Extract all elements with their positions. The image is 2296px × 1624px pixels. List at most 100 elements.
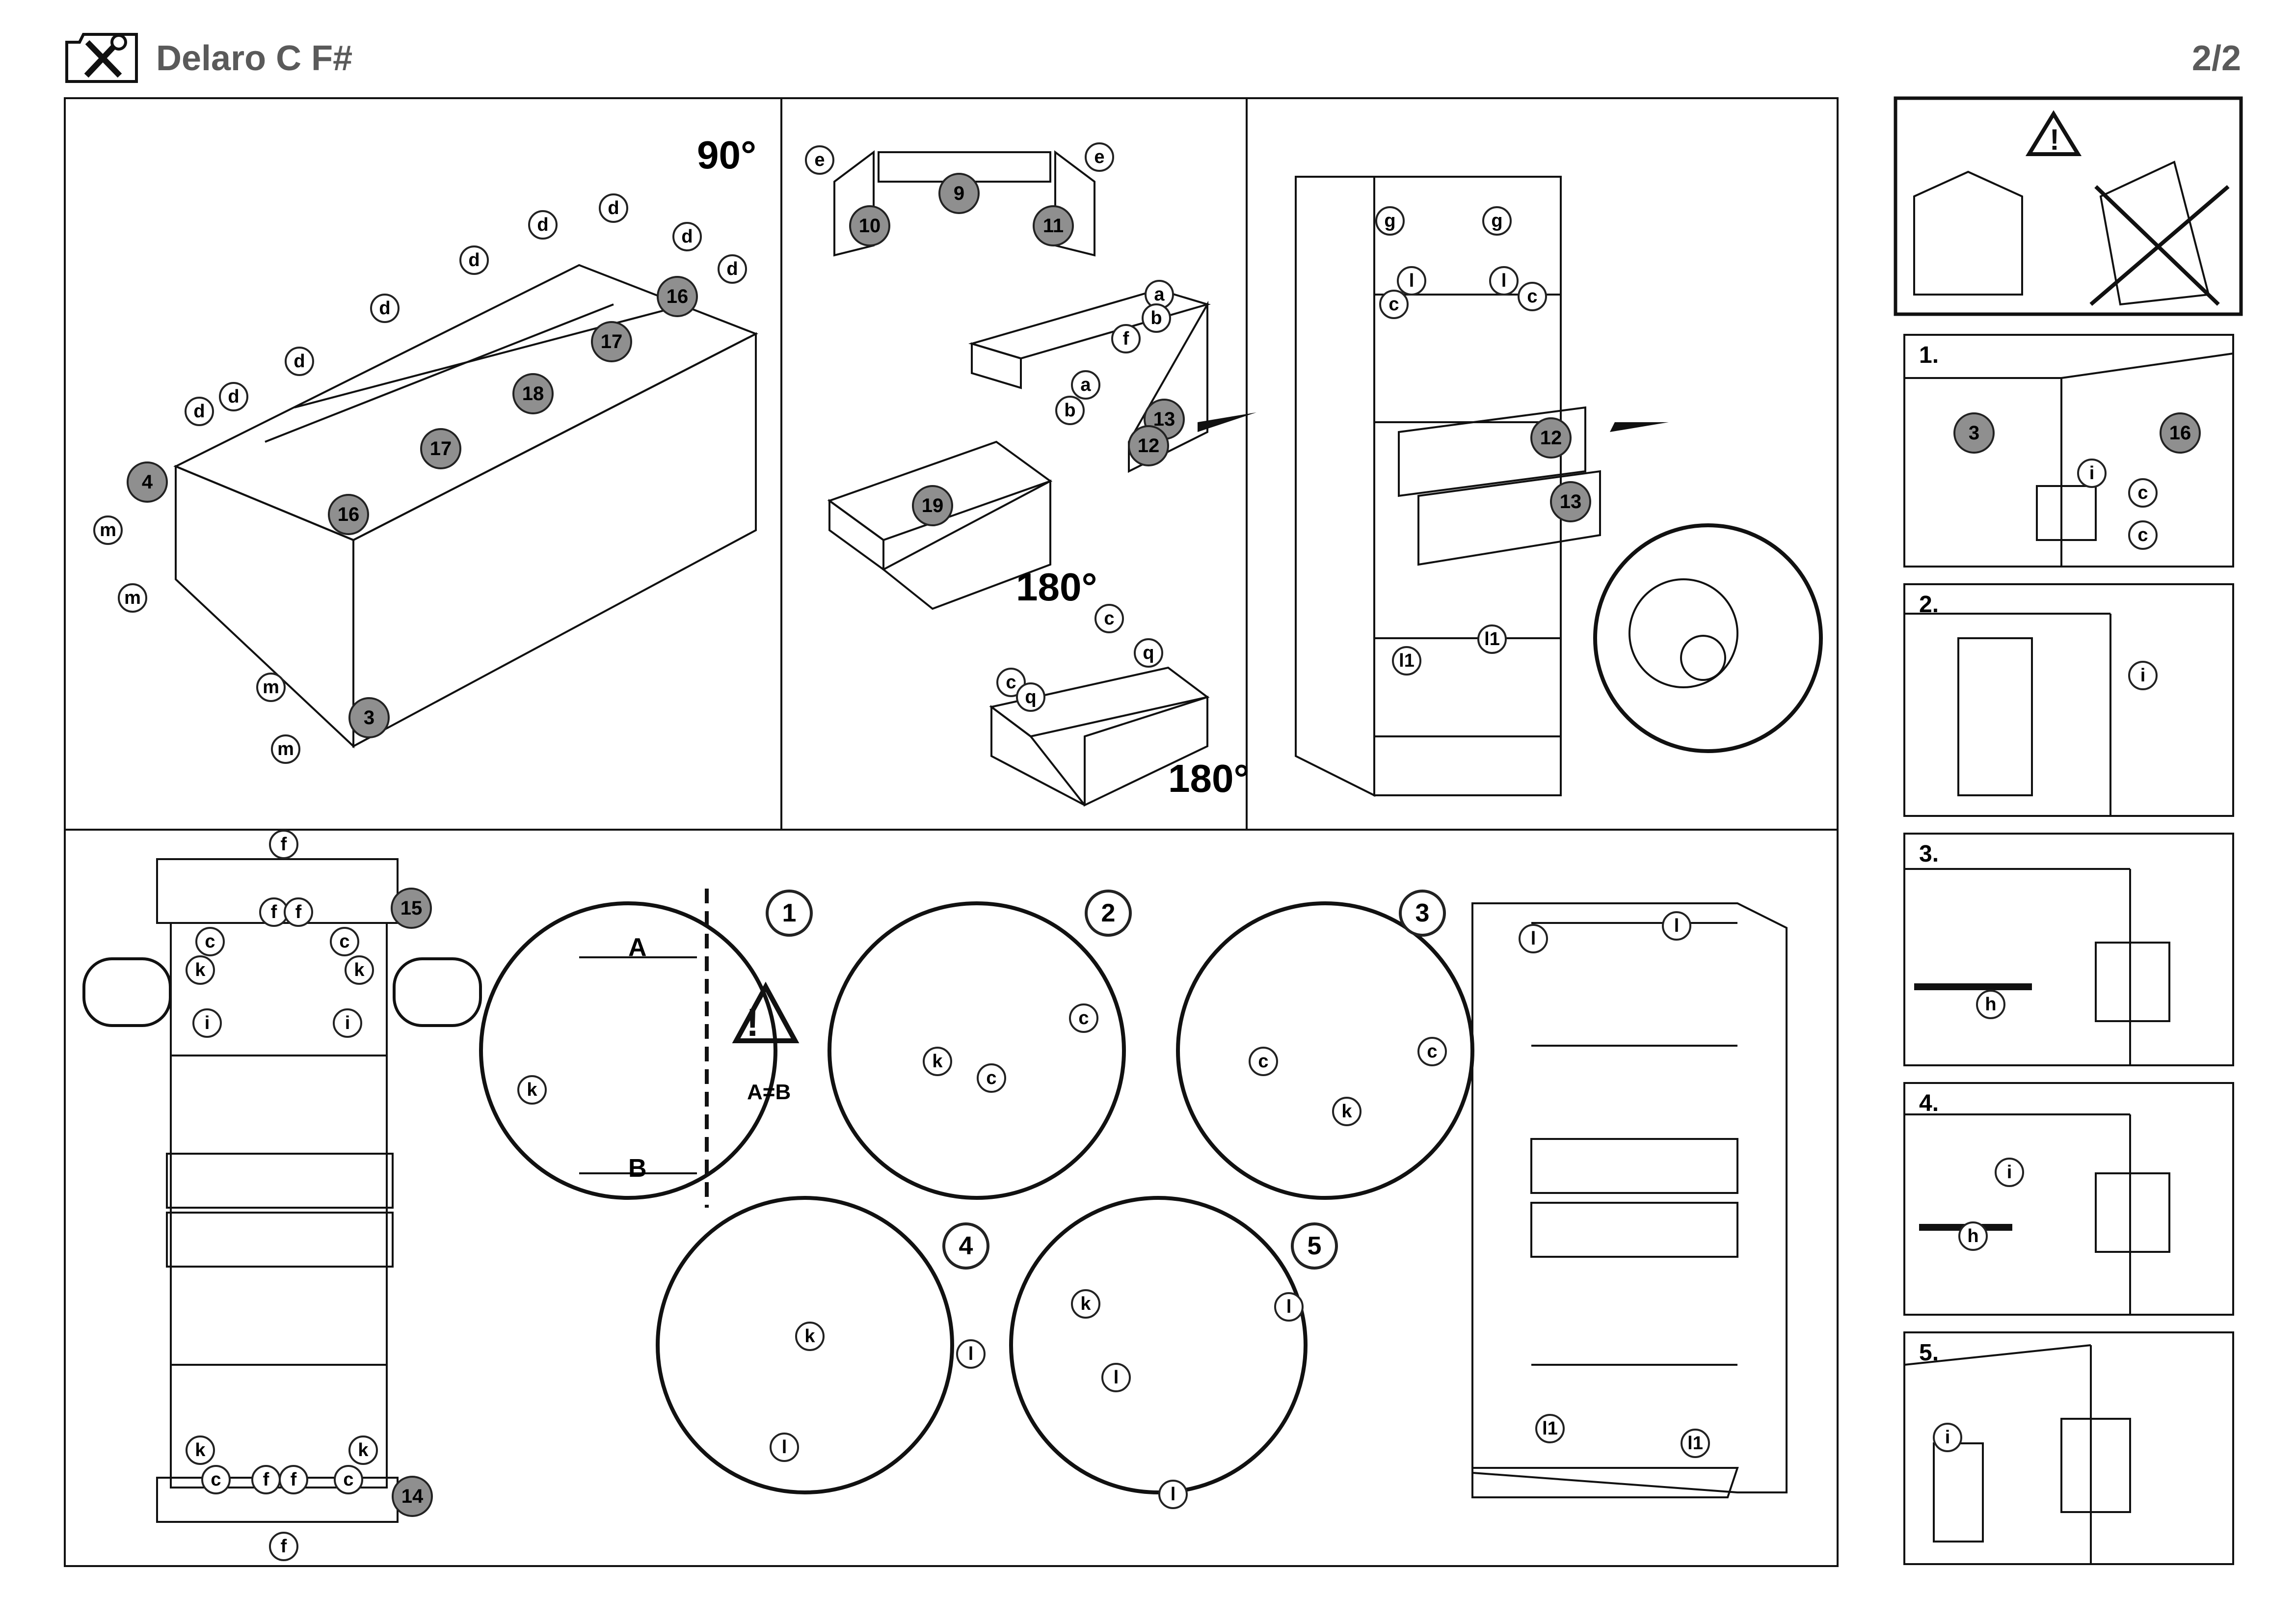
hardware-callout: i [192,1008,222,1038]
part-number-badge: 17 [420,428,461,469]
hardware-callout: l1 [1681,1429,1710,1458]
hardware-callout: c [1417,1037,1447,1066]
hardware-callout: d [185,397,214,426]
svg-text:!: ! [2050,123,2059,156]
hardware-callout: m [118,583,147,613]
part-number-badge: 19 [912,485,953,526]
part-number-badge: 18 [512,373,554,414]
sidebar-step-label: 2. [1919,592,1939,618]
hardware-callout: k [517,1075,547,1105]
hardware-callout: b [1055,396,1085,425]
hardware-callout: f [279,1465,308,1494]
warning-icon [393,957,482,1027]
hardware-callout: d [672,222,702,251]
hardware-callout: d [718,254,747,284]
hardware-callout: f [269,830,298,859]
dimension-label-b: B [628,1154,647,1183]
hardware-callout: d [285,347,314,376]
hardware-callout: b [1142,303,1171,333]
sidebar-panel-4 [1903,1082,2234,1316]
part-number-badge: 12 [1530,417,1572,459]
hardware-callout: i [1995,1158,2024,1187]
part-number-badge: 15 [391,888,432,929]
hardware-callout: d [370,294,400,323]
hardware-callout: f [1111,324,1141,353]
page-number: 2/2 [2191,39,2241,78]
hardware-callout: l [1662,911,1691,941]
hardware-callout: d [528,210,558,240]
sidebar-step-label: 4. [1919,1090,1939,1116]
part-number-badge: 4 [127,461,168,503]
step-number: 4 [942,1222,989,1270]
hardware-callout: l [1397,266,1426,296]
part-number-badge: 10 [849,205,890,246]
hardware-callout: k [1071,1289,1100,1319]
tools-icon [65,32,138,83]
hardware-callout: k [1332,1097,1362,1126]
sidebar-panel-2 [1903,583,2234,817]
hardware-callout: l1 [1535,1414,1565,1443]
equal-note: A=B [747,1080,791,1104]
hardware-callout: h [1976,990,2005,1019]
part-number-badge: 14 [392,1476,433,1517]
part-number-badge: 12 [1128,425,1169,466]
hardware-callout: c [2128,520,2158,550]
part-number-badge: 16 [328,494,369,535]
hardware-callout: k [923,1047,952,1076]
hardware-callout: d [599,193,628,223]
rotate-angle-label: 180° [1168,757,1250,800]
hardware-callout: m [93,515,123,545]
sidebar-panel-5 [1903,1331,2234,1565]
hardware-callout: d [459,245,489,275]
rotate-angle-label: 90° [697,133,756,177]
sidebar-step-label: 5. [1919,1340,1939,1366]
sidebar-panel-1 [1903,334,2234,568]
hardware-callout: d [219,382,248,411]
hardware-callout: c [1069,1003,1098,1033]
step-number: 2 [1085,890,1132,937]
hardware-callout: k [795,1322,825,1351]
hardware-callout: q [1016,682,1045,712]
step-number: 3 [1399,890,1446,937]
part-number-badge: 16 [657,276,698,317]
part-number-badge: 9 [938,173,980,214]
hardware-callout: f [269,1532,298,1561]
hardware-callout: c [201,1465,231,1494]
hardware-callout: i [1933,1423,1962,1452]
hardware-callout: c [977,1063,1006,1093]
hardware-callout: f [284,897,313,927]
hardware-callout: c [1095,604,1124,633]
warning-panel [1894,96,2243,316]
hardware-callout: k [345,955,374,985]
hardware-callout: e [805,145,834,175]
dimension-label-a: A [628,933,647,962]
hardware-callout: c [1249,1047,1278,1076]
hardware-callout: k [348,1435,378,1465]
hardware-callout: i [2077,459,2107,488]
hardware-callout: c [195,927,225,956]
step-number: 1 [766,890,813,937]
part-number-badge: 3 [1953,412,1995,454]
hardware-callout: a [1071,370,1100,400]
hardware-callout: g [1375,206,1405,236]
hardware-callout: c [334,1465,363,1494]
hardware-callout: q [1134,638,1163,668]
warning-icon [82,957,172,1027]
sidebar-panel-3 [1903,833,2234,1066]
hardware-callout: e [1085,142,1114,172]
hardware-callout: c [1379,290,1409,319]
hardware-callout: k [186,955,215,985]
hardware-callout: l [1489,266,1519,296]
hardware-callout: l [770,1433,799,1462]
hardware-callout: l1 [1477,624,1507,654]
hardware-callout: c [1518,282,1547,311]
part-number-badge: 11 [1033,205,1074,246]
hardware-callout: i [333,1008,362,1038]
hardware-callout: l [1101,1363,1131,1392]
hardware-callout: m [256,673,286,702]
hardware-callout: c [2128,478,2158,508]
hardware-callout: i [2128,661,2158,690]
step-number: 5 [1291,1222,1338,1270]
part-number-badge: 17 [591,321,632,362]
hardware-callout: l [1274,1292,1304,1322]
